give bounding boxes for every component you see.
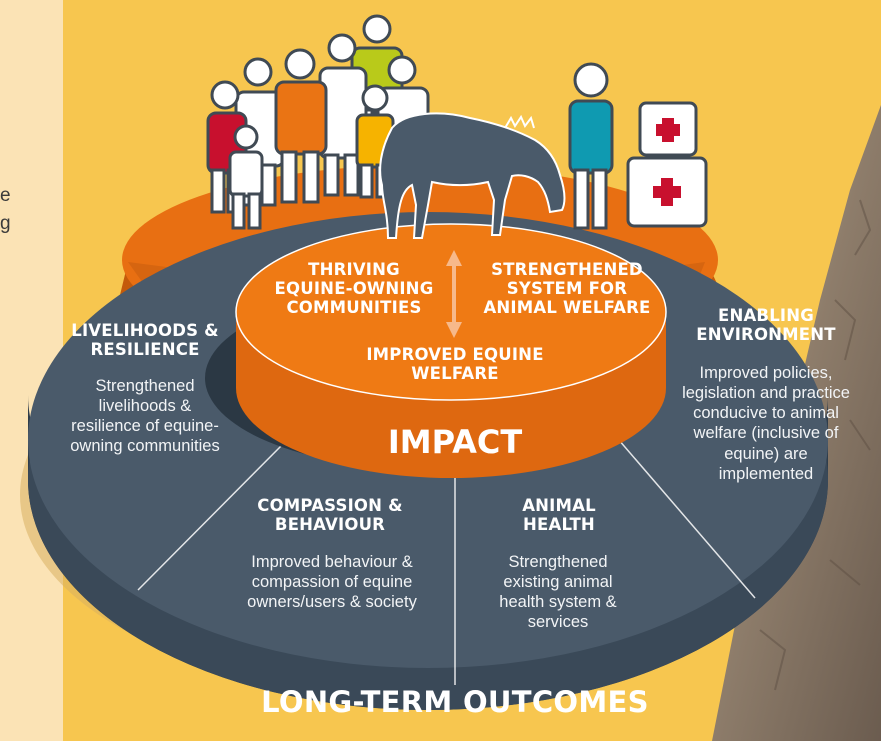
outcome-health-text: Strengthened existing animal health syst… [499, 553, 617, 632]
outcome-environment-title: ENABLING ENVIRONMENT [696, 306, 836, 344]
label-improved-welfare: IMPROVED EQUINE WELFARE [366, 345, 544, 383]
rock-texture [759, 199, 872, 691]
outcome-environment-text: Improved policies, legislation and pract… [682, 364, 850, 483]
horse-icon [379, 112, 566, 239]
outcome-compassion-title: COMPASSION & BEHAVIOUR [257, 496, 403, 534]
impact-cylinder-top [235, 223, 667, 401]
left-panel-text-2: g [0, 213, 11, 234]
people-group-icon [206, 14, 430, 230]
label-strengthened-system: STRENGTHENED SYSTEM FOR ANIMAL WELFARE [483, 260, 651, 317]
outcome-livelihoods-title: LIVELIHOODS & RESILIENCE [71, 321, 219, 359]
outcome-compassion-text: Improved behaviour & compassion of equin… [247, 553, 417, 612]
outcome-livelihoods-text: Strengthened livelihoods & resilience of… [70, 377, 220, 456]
double-arrow-icon [446, 250, 462, 338]
label-thriving-communities: THRIVING EQUINE-OWNING COMMUNITIES [274, 260, 434, 317]
ring-dividers [137, 431, 756, 685]
impact-title: IMPACT [387, 423, 523, 461]
outcome-health-title: ANIMAL HEALTH [522, 496, 596, 534]
left-panel-text-1: e [0, 185, 11, 206]
red-cross-marks [653, 118, 681, 206]
footer-long-term-outcomes: LONG-TERM OUTCOMES [261, 685, 649, 719]
vet-person-icon [568, 62, 614, 230]
